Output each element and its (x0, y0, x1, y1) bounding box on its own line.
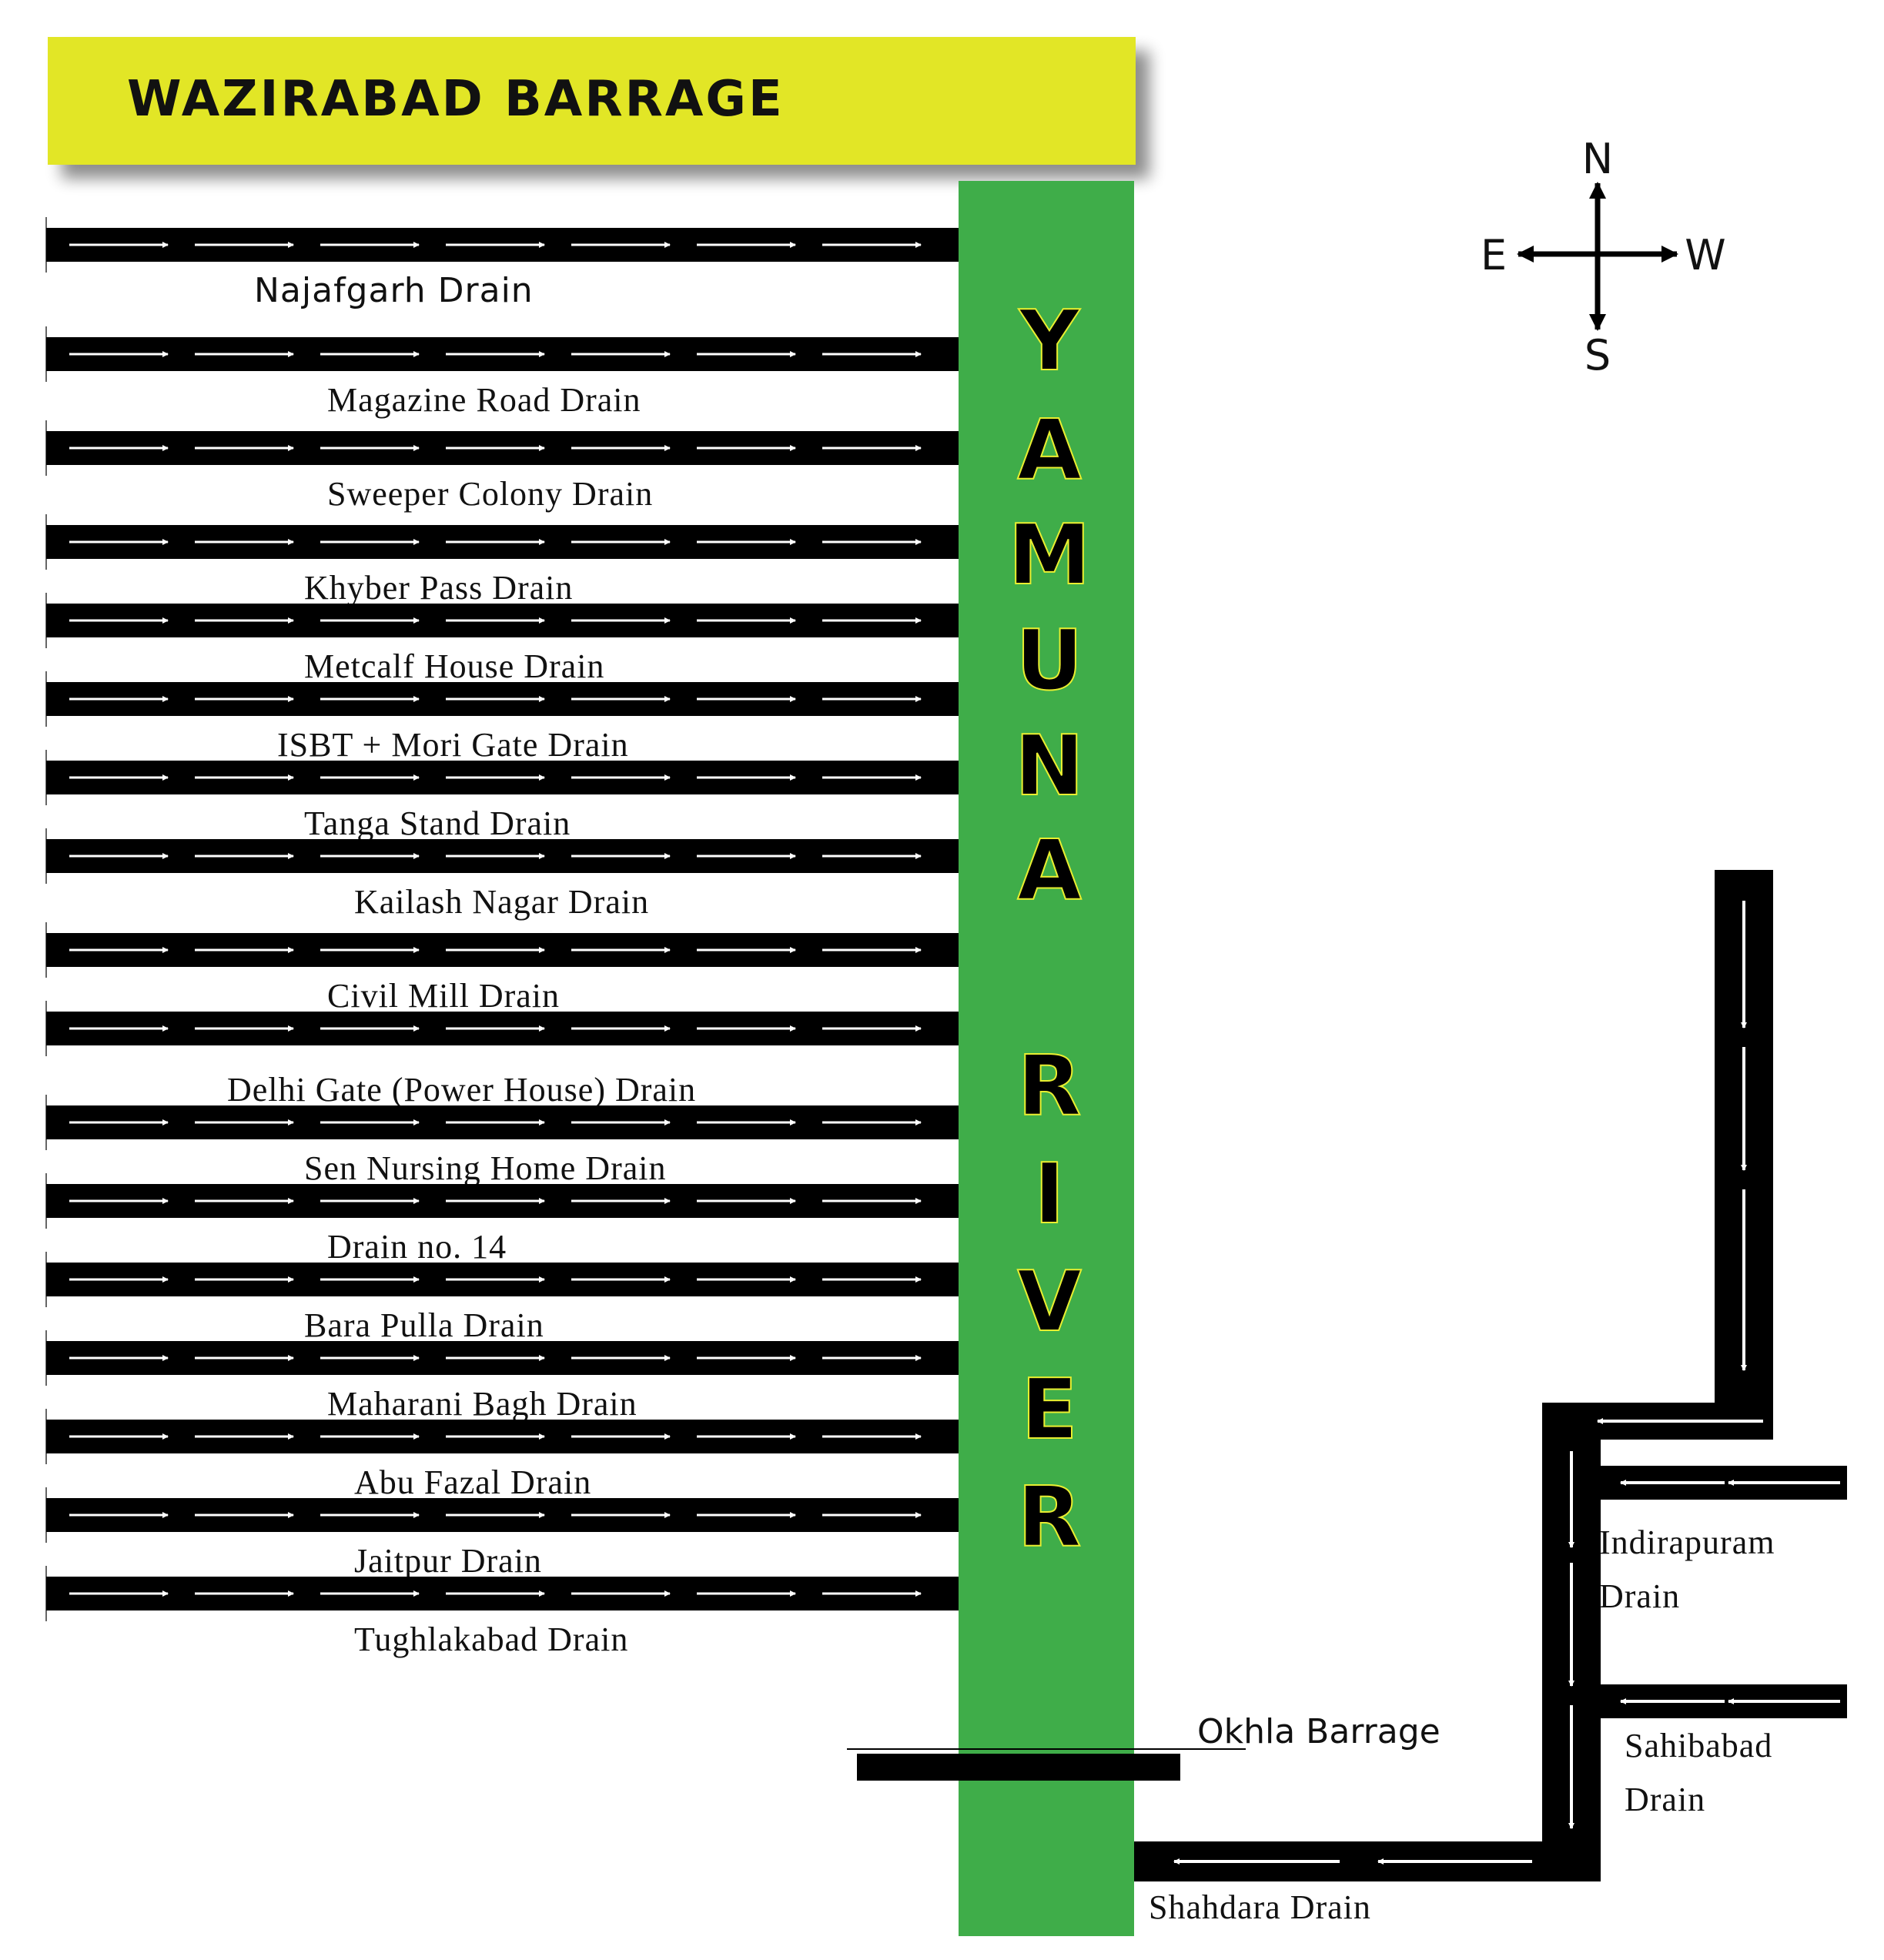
river-letter: A (1017, 823, 1082, 919)
indirapuram-label-line2: Drain (1599, 1577, 1680, 1615)
river-letter: Y (1018, 293, 1081, 390)
okhla-barrage: Okhla Barrage (847, 1712, 1441, 1781)
drain-row: Kailash Nagar Drain (45, 828, 959, 921)
drain-row: Abu Fazal Drain (45, 1409, 959, 1501)
drain-label: Abu Fazal Drain (354, 1463, 591, 1501)
title-banner: WAZIRABAD BARRAGE (48, 37, 1136, 165)
drain-row: Tanga Stand Drain (45, 750, 959, 842)
okhla-barrage-label: Okhla Barrage (1197, 1712, 1441, 1751)
river-letter: E (1021, 1362, 1078, 1458)
compass-rose: N E W S (1481, 135, 1726, 380)
river-letter: U (1016, 613, 1083, 709)
drain-label: Jaitpur Drain (354, 1542, 542, 1580)
sahibabad-label-line2: Drain (1625, 1781, 1705, 1818)
indirapuram-label-line1: Indirapuram (1599, 1524, 1775, 1561)
river-letter: V (1017, 1254, 1082, 1350)
drain-row: Najafgarh Drain (45, 217, 959, 310)
drain-label: Khyber Pass Drain (304, 569, 573, 607)
compass-w: W (1685, 231, 1725, 279)
drain-label: Maharani Bagh Drain (327, 1385, 637, 1423)
drain-row: Sen Nursing Home Drain (45, 1095, 959, 1187)
drain-row: Civil Mill Drain (45, 922, 959, 1015)
drain-label: Civil Mill Drain (327, 977, 560, 1015)
title-background (48, 37, 1136, 165)
title-text: WAZIRABAD BARRAGE (127, 71, 785, 128)
river-letter: M (1008, 507, 1090, 604)
right-drain-network: Indirapuram Drain Sahibabad Drain Shahda… (1134, 870, 1847, 1926)
drain-row: Tughlakabad Drain (45, 1566, 959, 1658)
drain-row: Khyber Pass Drain (45, 514, 959, 607)
drain-label: Metcalf House Drain (304, 647, 604, 685)
drain-row: Bara Pulla Drain (45, 1252, 959, 1344)
compass-e: E (1481, 231, 1507, 279)
okhla-barrage-bar (857, 1754, 1180, 1781)
river-letter: R (1017, 1039, 1081, 1135)
river-letter: R (1017, 1470, 1081, 1566)
drain-label: Tughlakabad Drain (354, 1621, 628, 1658)
drain-row: ISBT + Mori Gate Drain (45, 671, 959, 764)
right-flow-arrows (1173, 901, 1840, 1865)
river-letter: N (1015, 718, 1084, 814)
drain-label: Sen Nursing Home Drain (304, 1149, 667, 1187)
drain-label: Sweeper Colony Drain (327, 475, 653, 513)
river-body (959, 181, 1134, 1936)
sahibabad-label-line1: Sahibabad (1625, 1727, 1772, 1764)
drain-row: Jaitpur Drain (45, 1487, 959, 1580)
drain-label: Magazine Road Drain (327, 381, 641, 419)
drain-row: Metcalf House Drain (45, 593, 959, 685)
river-letter: I (1034, 1146, 1065, 1243)
drain-row: Sweeper Colony Drain (45, 420, 959, 513)
drain-row: Maharani Bagh Drain (45, 1330, 959, 1423)
drain-label: Najafgarh Drain (254, 271, 534, 310)
compass-n: N (1582, 135, 1613, 183)
drain-row: Delhi Gate (Power House) Drain (45, 1001, 959, 1109)
river-letter: A (1017, 403, 1082, 499)
drain-row: Magazine Road Drain (45, 326, 959, 419)
shahdara-label: Shahdara Drain (1149, 1888, 1371, 1926)
drain-label: Kailash Nagar Drain (354, 883, 649, 921)
drain-label: Bara Pulla Drain (304, 1306, 544, 1344)
drain-label: Delhi Gate (Power House) Drain (227, 1071, 696, 1109)
compass-s: S (1585, 331, 1611, 380)
drain-row: Drain no. 14 (45, 1173, 959, 1266)
drain-label: Drain no. 14 (327, 1228, 507, 1266)
drain-label: ISBT + Mori Gate Drain (277, 726, 629, 764)
drain-label: Tanga Stand Drain (304, 804, 571, 842)
